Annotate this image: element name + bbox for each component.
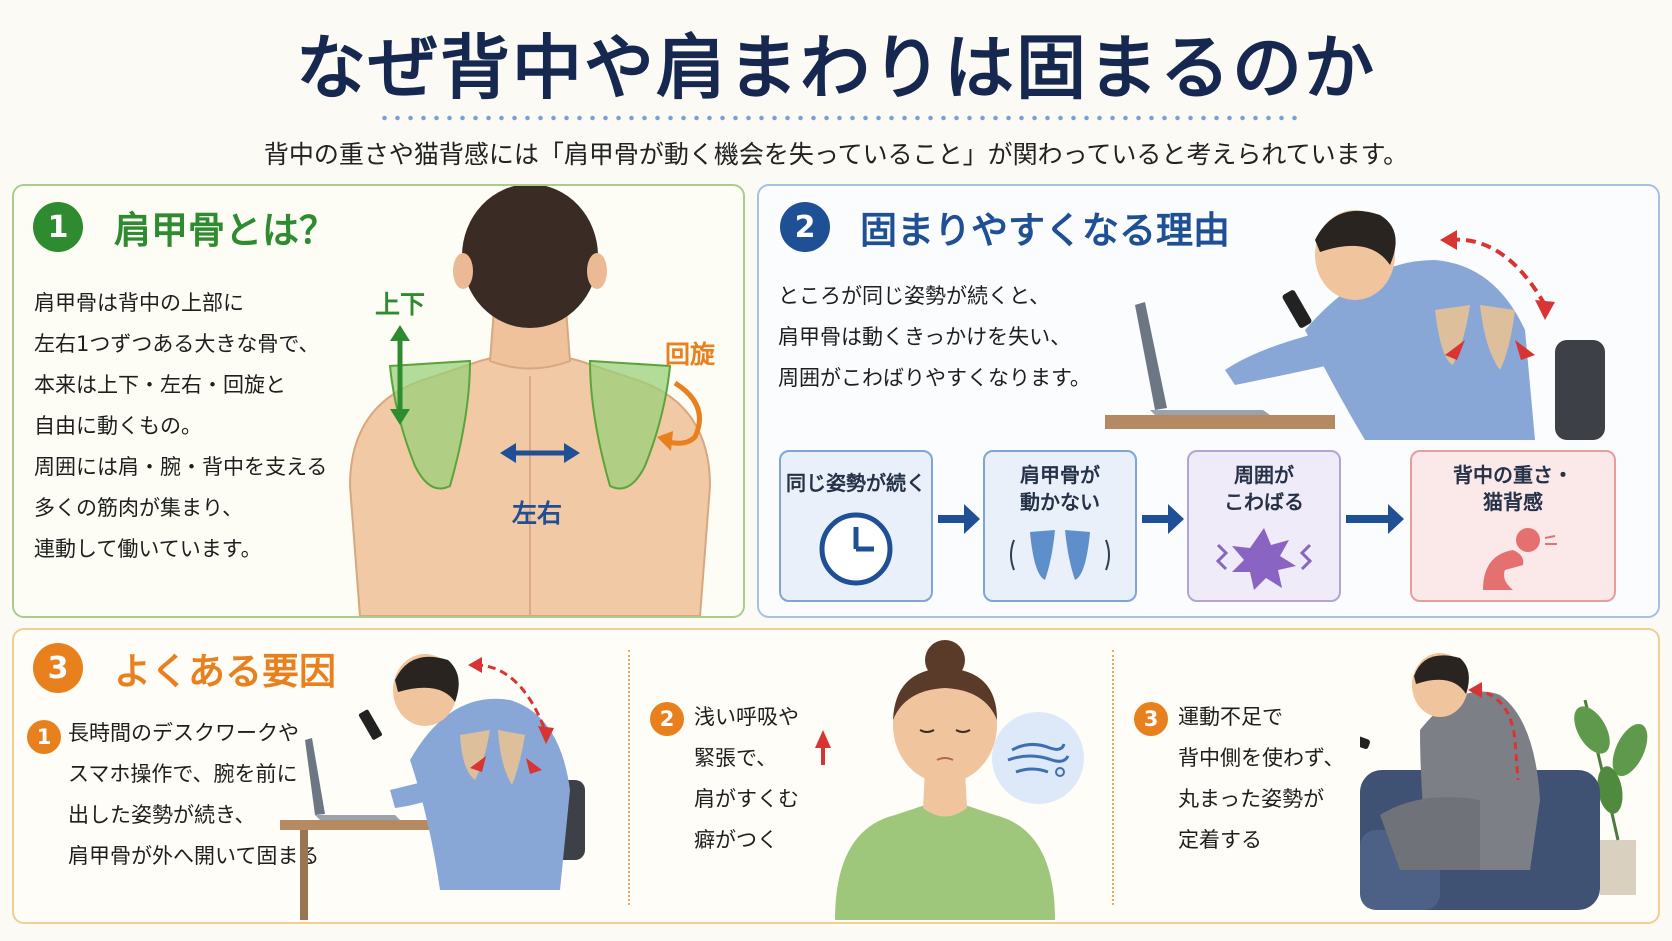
section-1-text: 肩甲骨は背中の上部に 左右1つずつある大きな骨で、 本来は上下・左右・回旋と 自…	[34, 283, 327, 570]
flow-arrow-icon	[1142, 504, 1184, 534]
label-leftright: 左右	[512, 499, 563, 528]
title-divider	[378, 115, 1298, 121]
flow-step-label: 周囲が	[1234, 463, 1294, 487]
tense-woman-illustration	[815, 640, 1073, 920]
desk-worker-illustration-small	[280, 654, 585, 920]
text-line: 本来は上下・左右・回旋と	[34, 373, 286, 397]
text-line: スマホ操作で、腕を前に	[68, 762, 298, 786]
section-3-number: 3	[33, 643, 83, 693]
flow-arrow-icon	[1346, 504, 1404, 534]
flow-step-label: 背中の重さ・	[1453, 463, 1573, 487]
leftright-arrow-icon	[500, 443, 580, 463]
cause-3-number: 3	[1134, 702, 1168, 736]
flow-step-label: 猫背感	[1483, 490, 1543, 514]
text-line: 緊張で、	[694, 746, 778, 770]
flow-arrow-icon	[938, 504, 980, 534]
stiffness-icon	[1215, 528, 1313, 590]
text-line: 長時間のデスクワークや	[68, 721, 299, 745]
clock-icon	[819, 512, 893, 586]
section-2-number: 2	[780, 202, 830, 252]
text-line: 肩甲骨が外へ開いて固まる	[68, 844, 320, 868]
text-line: 肩がすくむ	[694, 787, 799, 811]
section-1-number: 1	[33, 202, 83, 252]
text-line: 自由に動くもの。	[34, 414, 202, 438]
text-line: 多くの筋肉が集まり、	[34, 496, 244, 520]
flow-step-label: こわばる	[1224, 490, 1304, 514]
flow-step-label: 動かない	[1020, 490, 1100, 514]
text-line: 浅い呼吸や	[694, 705, 799, 729]
label-rotation: 回旋	[665, 340, 716, 369]
section-2-text: ところが同じ姿勢が続くと、 肩甲骨は動くきっかけを失い、 周囲がこわばりやすくな…	[778, 276, 1091, 399]
section-3-heading: よくある要因	[114, 650, 336, 693]
section-1-heading: 肩甲骨とは？	[114, 209, 336, 252]
slouch-person-icon	[1483, 528, 1557, 590]
text-line: 連動して働いています。	[34, 537, 262, 561]
cause-3-text: 運動不足で 背中側を使わず、 丸まった姿勢が 定着する	[1178, 697, 1345, 861]
text-line: 丸まった姿勢が	[1178, 787, 1325, 811]
column-divider	[1112, 650, 1114, 905]
text-line: 肩甲骨は背中の上部に	[34, 291, 244, 315]
updown-arrow-icon	[390, 325, 410, 425]
scapula-icon	[1010, 530, 1110, 580]
text-line: 運動不足で	[1178, 705, 1283, 729]
desk-worker-illustration	[1105, 210, 1605, 440]
flow-step-label: 同じ姿勢が続く	[786, 471, 926, 495]
text-line: 癖がつく	[694, 828, 778, 852]
cause-2-number: 2	[650, 702, 684, 736]
flow-step-1: 同じ姿勢が続く	[779, 450, 933, 602]
breath-icon	[992, 712, 1084, 804]
label-updown: 上下	[375, 290, 426, 319]
cause-1-text: 長時間のデスクワークや スマホ操作で、腕を前に 出した姿勢が続き、 肩甲骨が外へ…	[68, 713, 319, 877]
page-title: なぜ背中や肩まわりは固まるのか	[296, 27, 1376, 109]
page-subtitle: 背中の重さや猫背感には「肩甲骨が動く機会を失っていること」が関わっていると考えら…	[263, 140, 1409, 169]
text-line: 定着する	[1178, 828, 1262, 852]
rotation-arrow-icon	[657, 380, 702, 451]
flow-step-4: 背中の重さ・ 猫背感	[1410, 450, 1616, 602]
text-line: 肩甲骨は動くきっかけを失い、	[778, 325, 1072, 349]
text-line: 周囲がこわばりやすくなります。	[778, 366, 1091, 390]
column-divider	[628, 650, 630, 905]
cause-1-number: 1	[27, 720, 61, 754]
text-line: 周囲には肩・腕・背中を支える	[34, 455, 328, 479]
back-illustration	[348, 186, 712, 616]
section-2-heading: 固まりやすくなる理由	[860, 209, 1230, 252]
flow-step-3: 周囲が こわばる	[1187, 450, 1341, 602]
cause-2-text: 浅い呼吸や 緊張で、 肩がすくむ 癖がつく	[694, 697, 799, 861]
sofa-man-illustration	[1360, 653, 1648, 910]
text-line: 出した姿勢が続き、	[68, 803, 256, 827]
text-line: 左右1つずつある大きな骨で、	[34, 332, 320, 356]
flow-step-label: 肩甲骨が	[1020, 463, 1100, 487]
text-line: 背中側を使わず、	[1178, 746, 1345, 770]
flow-step-2: 肩甲骨が 動かない	[983, 450, 1137, 602]
text-line: ところが同じ姿勢が続くと、	[778, 284, 1051, 308]
